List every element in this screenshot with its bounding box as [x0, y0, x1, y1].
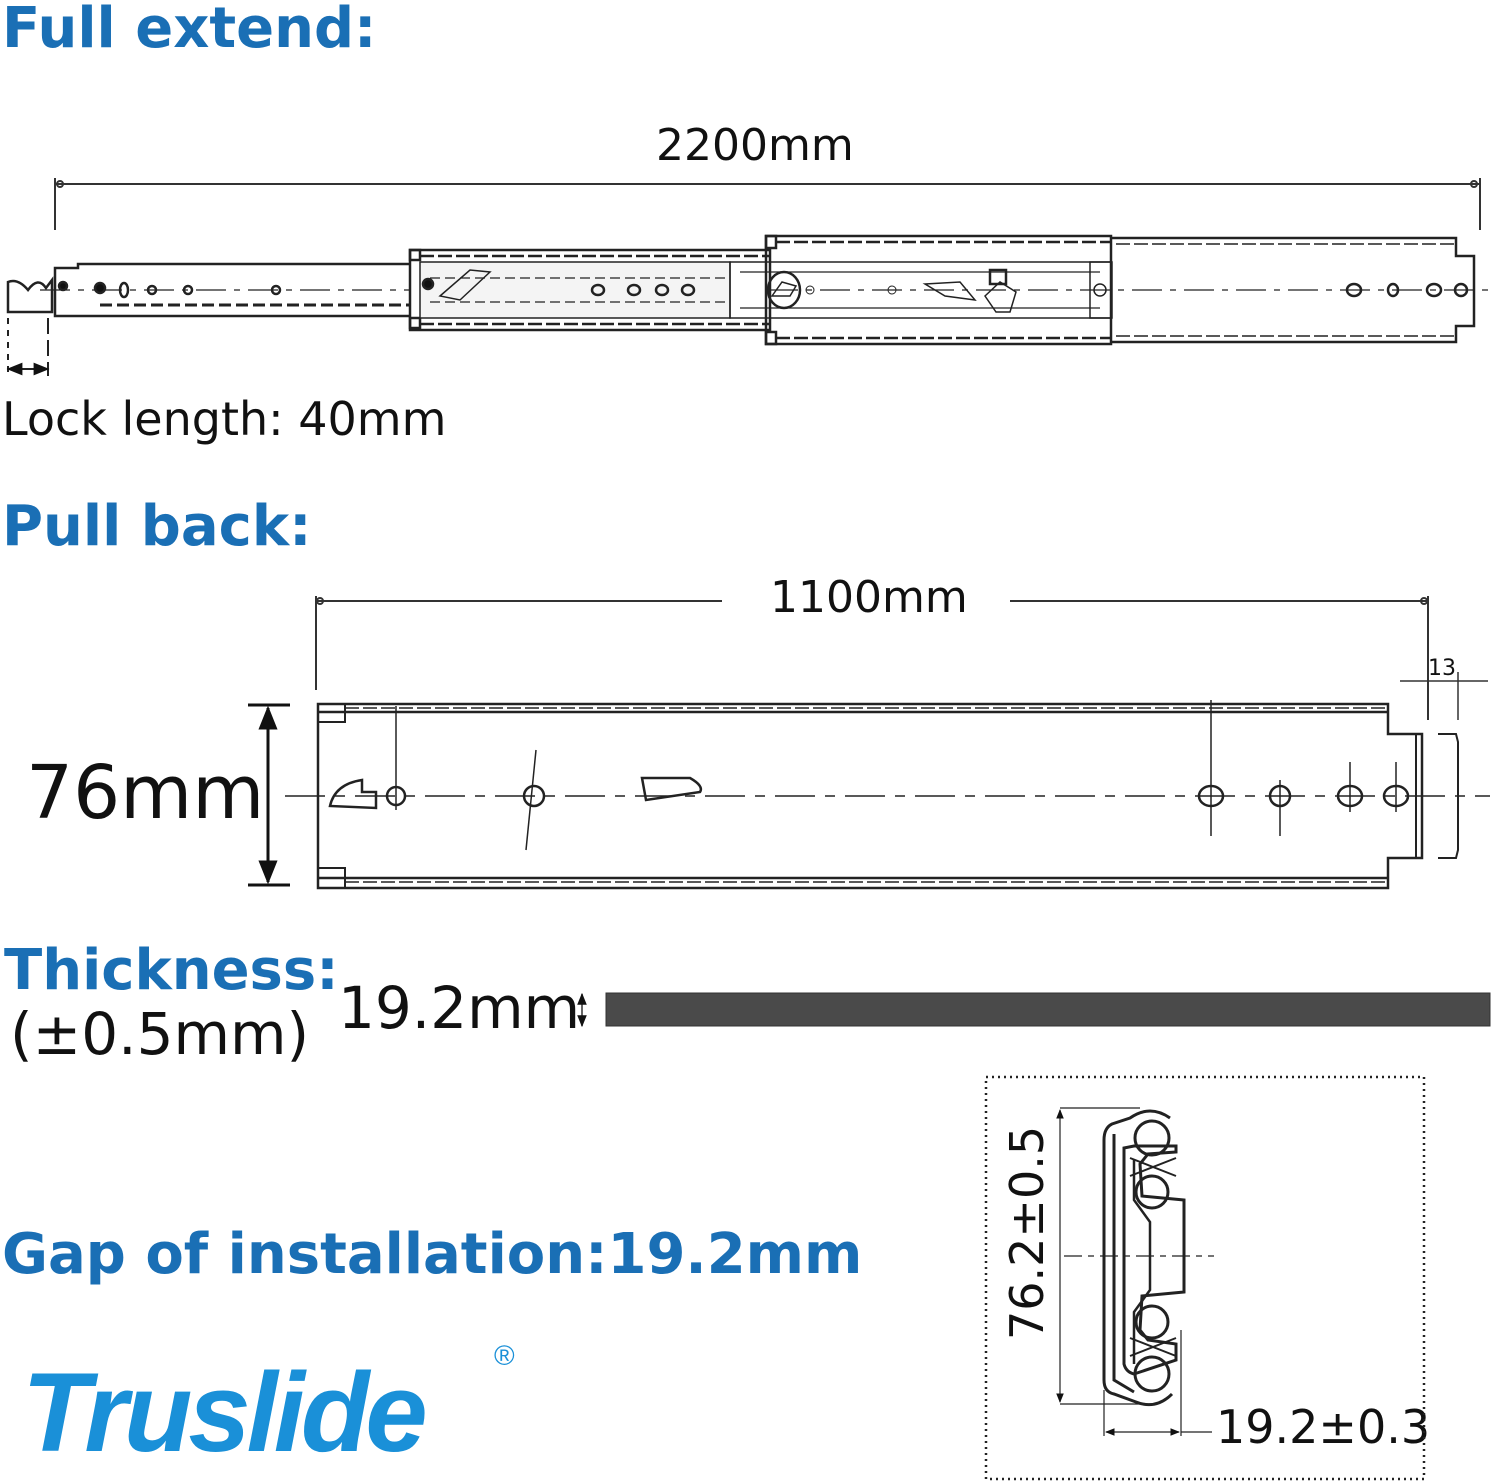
cross-section-width-label: 19.2±0.3 — [1216, 1400, 1431, 1454]
pull-back-slide — [285, 700, 1490, 890]
pull-back-dimension — [315, 596, 1488, 720]
pull-back-height-label: 76mm — [26, 750, 265, 836]
thickness-tolerance: (±0.5mm) — [10, 1000, 310, 1068]
thickness-value-label: 19.2mm — [338, 974, 581, 1042]
full-extend-heading: Full extend: — [2, 0, 377, 61]
lock-length-dimension — [6, 318, 50, 376]
full-extend-dimension — [54, 178, 1481, 230]
pull-back-length-label: 1100mm — [764, 572, 974, 623]
registered-mark: ® — [494, 1340, 515, 1371]
thickness-bar — [605, 992, 1491, 1027]
thickness-heading: Thickness: — [4, 938, 339, 1003]
gap-heading: Gap of installation:19.2mm — [2, 1222, 863, 1287]
full-extend-slide — [6, 234, 1490, 346]
height-dimension — [248, 703, 290, 887]
pull-back-heading: Pull back: — [2, 494, 312, 559]
cross-section-diagram — [984, 1075, 1426, 1481]
end-offset-label: 13 — [1428, 656, 1456, 681]
lock-length-label: Lock length: 40mm — [2, 392, 447, 446]
thickness-indicator — [577, 992, 1491, 1028]
full-extend-length-label: 2200mm — [656, 120, 854, 171]
brand-logo: Truslide — [22, 1350, 428, 1475]
